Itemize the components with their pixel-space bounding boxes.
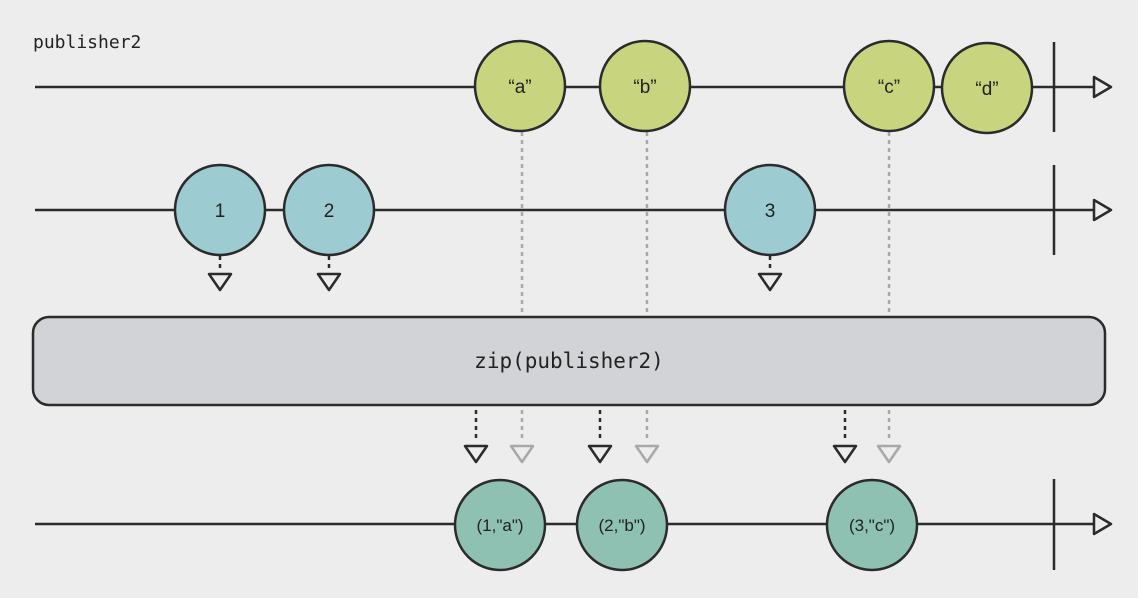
marble-label: 2	[324, 201, 335, 222]
publisher2-marble-d: “d”	[940, 41, 1034, 135]
emit-arrow-1	[207, 256, 233, 292]
output-input-arrows	[463, 410, 902, 464]
gray-arrow-2	[634, 410, 660, 464]
dark-arrow-2	[587, 410, 613, 464]
operator-box: zip(publisher2)	[31, 315, 1107, 407]
output-marble-3: (3,"c")	[825, 478, 919, 572]
upstream-emit-arrows	[207, 256, 783, 292]
operator-label: zip(publisher2)	[474, 349, 664, 373]
marble-label: “c”	[878, 77, 900, 98]
publisher2-marble-a: “a”	[473, 39, 567, 133]
upstream-arrow-icon	[1092, 198, 1113, 222]
marble-label: “b”	[633, 77, 656, 98]
dark-arrow-1	[463, 410, 489, 464]
gray-arrow-3	[876, 410, 902, 464]
publisher2-marble-c: “c”	[842, 39, 936, 133]
output-arrow-icon	[1092, 512, 1113, 536]
publisher2-connectors	[520, 132, 891, 316]
output-marble-1: (1,"a")	[453, 478, 547, 572]
upstream-marble-2: 2	[282, 163, 376, 257]
marble-label: 3	[765, 201, 776, 222]
publisher2-label: publisher2	[33, 32, 141, 53]
marble-label: “a”	[508, 77, 531, 98]
emit-arrow-3	[757, 256, 783, 292]
marble-label: (3,"c")	[849, 516, 895, 535]
marble-label: “d”	[975, 79, 998, 100]
upstream-marble-1: 1	[173, 163, 267, 257]
dark-arrow-3	[832, 410, 858, 464]
output-timeline	[35, 479, 1113, 570]
marble-label: (2,"b")	[598, 516, 645, 535]
emit-arrow-2	[316, 256, 342, 292]
output-marble-2: (2,"b")	[575, 478, 669, 572]
gray-arrow-1	[509, 410, 535, 464]
marble-label: 1	[215, 201, 226, 222]
publisher2-marble-b: “b”	[598, 39, 692, 133]
marble-label: (1,"a")	[476, 516, 523, 535]
upstream-marble-3: 3	[723, 163, 817, 257]
publisher2-arrow-icon	[1092, 75, 1113, 99]
